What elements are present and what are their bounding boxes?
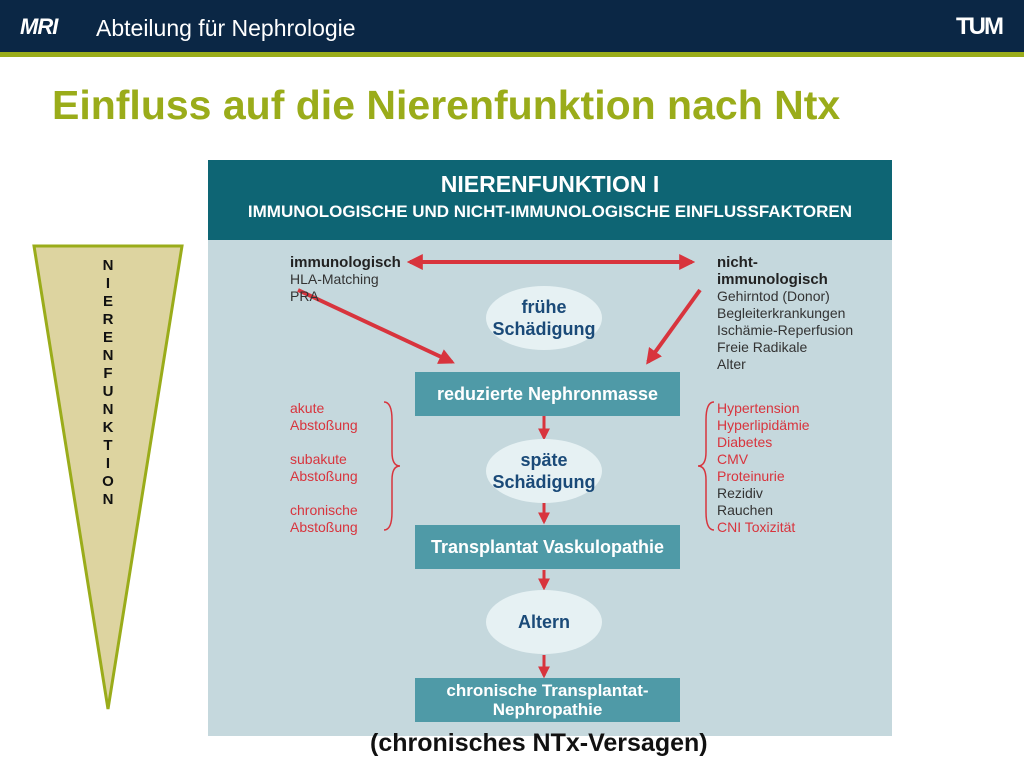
box-transplant-vasculopathy: Transplantat Vaskulopathie — [415, 525, 680, 569]
mri-logo: MRI — [20, 14, 58, 39]
wedge-letter: I — [105, 275, 111, 292]
nonimmuno-heading-1: nicht- — [717, 254, 758, 271]
left-brace — [383, 401, 401, 531]
wedge-letter: E — [102, 293, 113, 310]
wedge-letter: N — [102, 401, 114, 418]
header-bar: MRI Abteilung für Nephrologie TUM — [0, 0, 1024, 52]
nonimmuno-item: Ischämie-Reperfusion — [717, 322, 854, 338]
rejection-item: Abstoßung — [290, 417, 358, 433]
right-brace — [697, 401, 715, 531]
risk-factor: CMV — [717, 451, 749, 467]
risk-factor: Hypertension — [717, 400, 800, 416]
bottom-caption: (chronisches NTx-Versagen) — [370, 729, 708, 757]
nonimmuno-item: Freie Radikale — [717, 339, 808, 355]
arrow-immuno-to-mass — [297, 288, 455, 364]
diagram-panel: NIERENFUNKTION I IMMUNOLOGISCHE UND NICH… — [208, 160, 892, 736]
rejection-item: subakute — [290, 451, 347, 467]
wedge-letter: O — [102, 473, 114, 490]
late-damage-line: Schädigung — [492, 472, 596, 492]
nonimmuno-heading-2: immunologisch — [717, 271, 828, 288]
risk-factor-list: Hypertension Hyperlipidämie Diabetes CMV… — [717, 400, 810, 536]
department-title: Abteilung für Nephrologie — [96, 15, 356, 41]
header-accent-stripe — [0, 52, 1024, 57]
immuno-item: PRA — [290, 288, 319, 304]
wedge-letter: E — [102, 329, 113, 346]
rejection-list: chronische Abstoßung — [290, 502, 358, 536]
box-chronic-nephropathy: chronische Transplantat- Nephropathie — [415, 678, 680, 722]
aging-ellipse: Altern — [486, 590, 602, 654]
early-damage-line: frühe — [521, 297, 567, 317]
rejection-item: Abstoßung — [290, 468, 358, 484]
chronic-line: chronische Transplantat- — [446, 681, 649, 700]
rejection-item: chronische — [290, 502, 358, 518]
nonimmuno-group: nicht- immunologisch Gehirntod (Donor) B… — [717, 254, 853, 373]
diagram-title: NIERENFUNKTION I — [440, 171, 660, 197]
diagram-header: NIERENFUNKTION I IMMUNOLOGISCHE UND NICH… — [208, 160, 892, 240]
nonimmuno-item: Gehirntod (Donor) — [717, 288, 830, 304]
chronic-line: Nephropathie — [492, 700, 603, 719]
rejection-item: Abstoßung — [290, 519, 358, 535]
rejection-list: subakute Abstoßung — [290, 451, 358, 485]
immuno-item: HLA-Matching — [290, 271, 379, 287]
tum-logo: TUM — [956, 13, 1004, 40]
immuno-group: immunologisch HLA-Matching PRA — [290, 254, 401, 305]
risk-factor: Hyperlipidämie — [717, 417, 810, 433]
wedge-letter: K — [102, 419, 114, 436]
nonimmuno-item: Alter — [717, 356, 746, 372]
risk-factor: CNI Toxizität — [717, 519, 796, 535]
risk-factor: Proteinurie — [717, 468, 785, 484]
immuno-heading: immunologisch — [290, 254, 401, 271]
wedge-letter: R — [102, 311, 114, 328]
risk-factor: Rezidiv — [717, 485, 763, 501]
wedge-letter: I — [105, 455, 111, 472]
wedge-letter: N — [102, 347, 114, 364]
rejection-item: akute — [290, 400, 325, 416]
early-damage-ellipse: frühe Schädigung — [486, 286, 602, 350]
arrow-nonimmuno-to-mass — [646, 288, 702, 365]
early-damage-line: Schädigung — [492, 319, 596, 339]
risk-factor: Rauchen — [717, 502, 774, 518]
wedge-letter: T — [103, 437, 113, 454]
rejection-list: akute Abstoßung — [290, 400, 358, 434]
diagram-arrows — [297, 254, 715, 679]
nonimmuno-item: Begleiterkrankungen — [717, 305, 846, 321]
slide-title: Einfluss auf die Nierenfunktion nach Ntx — [52, 82, 841, 128]
diagram-subtitle: IMMUNOLOGISCHE UND NICHT-IMMUNOLOGISCHE … — [247, 202, 853, 221]
wedge-letter: F — [103, 365, 113, 382]
late-damage-ellipse: späte Schädigung — [486, 439, 602, 503]
risk-factor: Diabetes — [717, 434, 773, 450]
wedge-shape — [32, 244, 184, 710]
late-damage-line: späte — [520, 450, 568, 470]
vertical-word: N I E R E N F U N K T I O N — [96, 257, 120, 509]
wedge-letter: N — [102, 491, 114, 508]
box-reduced-nephron-mass: reduzierte Nephronmasse — [415, 372, 680, 416]
wedge-letter: N — [102, 257, 114, 274]
wedge-letter: U — [102, 383, 114, 400]
